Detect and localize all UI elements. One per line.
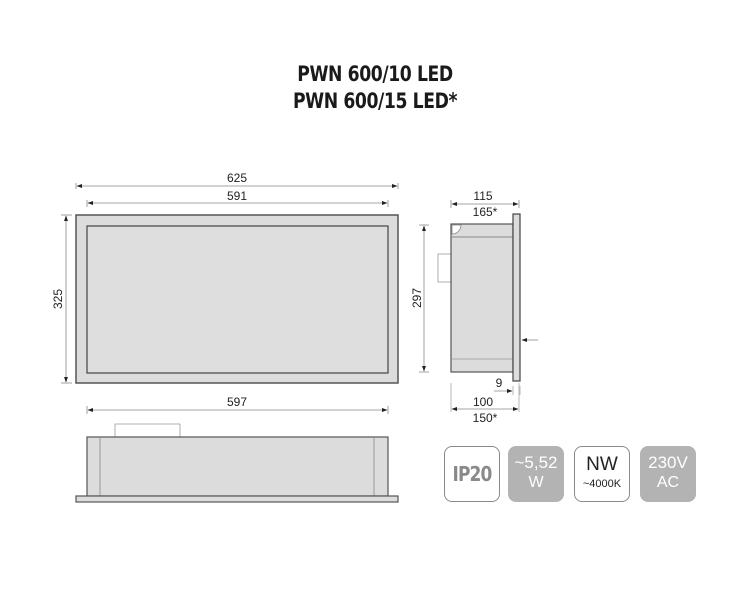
bottom-view: 597 — [75, 395, 399, 503]
connector-box — [437, 253, 452, 283]
dim-height-inner: 297 — [410, 288, 424, 308]
voltage-value: 230V — [648, 453, 688, 472]
ip-rating-value: IP20 — [452, 462, 492, 486]
ip-rating-badge: IP20 — [444, 446, 500, 502]
dim-flange: 9 — [496, 376, 503, 390]
dim-depth-top-alt: 165* — [473, 205, 498, 219]
side-view: 115 165* 9 100 150* — [437, 189, 538, 425]
color-temperature-label: NW — [586, 454, 618, 475]
power-unit: W — [528, 474, 544, 491]
side-body — [450, 223, 514, 373]
dim-depth-bottom: 100 — [473, 395, 493, 409]
product-title-line-2: PWN 600/15 LED* — [292, 89, 458, 113]
dim-depth-top: 115 — [473, 189, 492, 203]
side-flange — [512, 213, 521, 382]
color-temperature-badge: NW ~4000K — [574, 446, 630, 502]
product-title-line-1: PWN 600/10 LED — [297, 62, 453, 86]
bottom-body — [86, 436, 389, 497]
voltage-badge: 230V AC — [640, 446, 696, 502]
dim-bottom-width: 597 — [227, 395, 247, 409]
voltage-type: AC — [656, 474, 680, 491]
front-diffuser — [86, 225, 389, 374]
front-view: 625 591 325 297 — [51, 171, 429, 384]
dim-width-outer: 625 — [227, 171, 247, 185]
power-value: ~5,52 — [514, 453, 558, 472]
dim-depth-bottom-alt: 150* — [473, 411, 498, 425]
dim-width-inner: 591 — [227, 189, 247, 203]
power-badge: ~5,52 W — [508, 446, 564, 502]
bottom-flange — [75, 495, 399, 503]
dim-height-outer: 325 — [51, 289, 65, 309]
color-temperature-value: ~4000K — [582, 478, 622, 490]
